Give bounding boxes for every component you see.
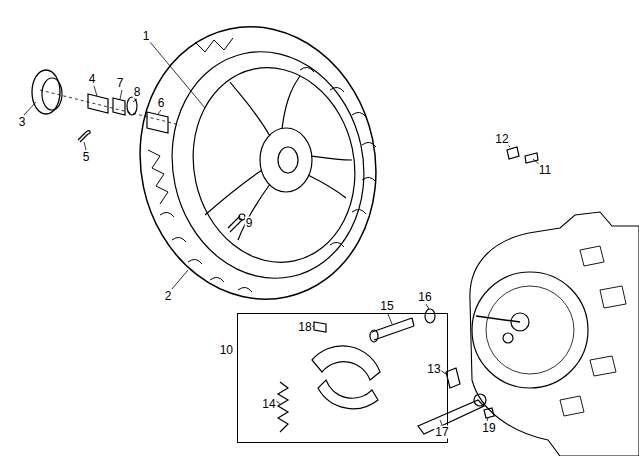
screw (446, 368, 460, 388)
callout-number: 15 (379, 300, 394, 313)
callout-number: 1 (142, 30, 151, 43)
cam-head (370, 330, 378, 342)
tyre-inner (151, 34, 384, 297)
case-ring (486, 286, 574, 374)
pivot-block (314, 322, 326, 332)
callout-number: 6 (157, 97, 166, 110)
nut (484, 408, 494, 418)
spoke (308, 156, 352, 198)
callout-number: 9 (245, 217, 254, 230)
callout-number: 3 (18, 116, 27, 129)
axis-line (40, 90, 180, 125)
washer (127, 97, 137, 115)
callout-number: 18 (297, 321, 312, 334)
seal-ring (425, 309, 435, 323)
callout-number: 17 (434, 426, 449, 439)
hub (260, 128, 312, 192)
group-box: 10 (237, 313, 448, 443)
rim-edge (175, 53, 372, 278)
spoke (230, 76, 300, 136)
leader-lines (24, 42, 540, 425)
lever-eye (474, 394, 486, 406)
spring (278, 382, 288, 432)
callout-number: 10 (219, 344, 234, 357)
callout-number: 12 (494, 133, 509, 146)
tyre-cutaway-top (195, 38, 233, 52)
brake-shoe (312, 346, 380, 380)
case-flange (472, 272, 588, 388)
callout-number: 11 (538, 164, 552, 177)
bushing (147, 112, 168, 133)
callout-number: 14 (261, 398, 276, 411)
brake-lever (418, 400, 484, 434)
tread (160, 67, 376, 292)
callout-number: 16 (417, 291, 432, 304)
hub-flange-inner (42, 78, 62, 110)
axle-shaft (476, 316, 520, 322)
callout-number: 7 (116, 77, 125, 90)
callout-number: 2 (164, 290, 173, 303)
case-ribs (560, 246, 626, 416)
nut (113, 98, 125, 115)
tyre-outer (115, 5, 401, 322)
tyre-cutaway (148, 150, 168, 204)
hub-bore (278, 147, 298, 173)
spoke (205, 170, 270, 240)
spacer (88, 94, 108, 113)
callout-number: 4 (88, 73, 97, 86)
callout-number: 5 (82, 151, 91, 164)
callout-number: 8 (133, 86, 142, 99)
screw (507, 147, 519, 159)
callout-number: 19 (481, 422, 496, 435)
engine-case (470, 212, 639, 456)
valve (228, 216, 242, 232)
brake-shoe (318, 380, 378, 409)
cotter-pin (78, 131, 90, 142)
cam-boss (503, 333, 513, 343)
callout-number: 13 (426, 363, 441, 376)
